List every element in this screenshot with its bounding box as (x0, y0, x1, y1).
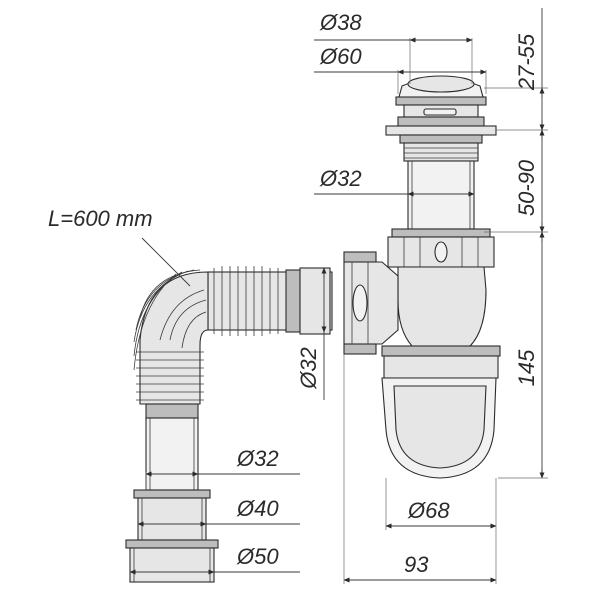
dim-label-d38: Ø38 (319, 10, 362, 35)
drain-plug (385, 75, 497, 230)
dim-label-h50-90: 50-90 (514, 159, 539, 216)
dim-label-d68: Ø68 (407, 498, 450, 523)
siphon-body (343, 228, 501, 479)
flexible-hose (125, 266, 333, 583)
dimension-lines (129, 8, 548, 584)
dim-label-h145: 145 (514, 349, 539, 386)
dim-label-d50: Ø50 (236, 544, 279, 569)
dim-label-d32-bottom: Ø32 (236, 446, 279, 471)
dim-label-hose-length: L=600 mm (48, 206, 153, 231)
dim-label-d40: Ø40 (236, 496, 279, 521)
dim-label-w93: 93 (404, 552, 429, 577)
dim-label-h27-55: 27-55 (514, 33, 539, 91)
dim-label-d32-side: Ø32 (296, 347, 321, 390)
dim-label-d32-top: Ø32 (319, 166, 362, 191)
dim-label-d60: Ø60 (319, 44, 362, 69)
